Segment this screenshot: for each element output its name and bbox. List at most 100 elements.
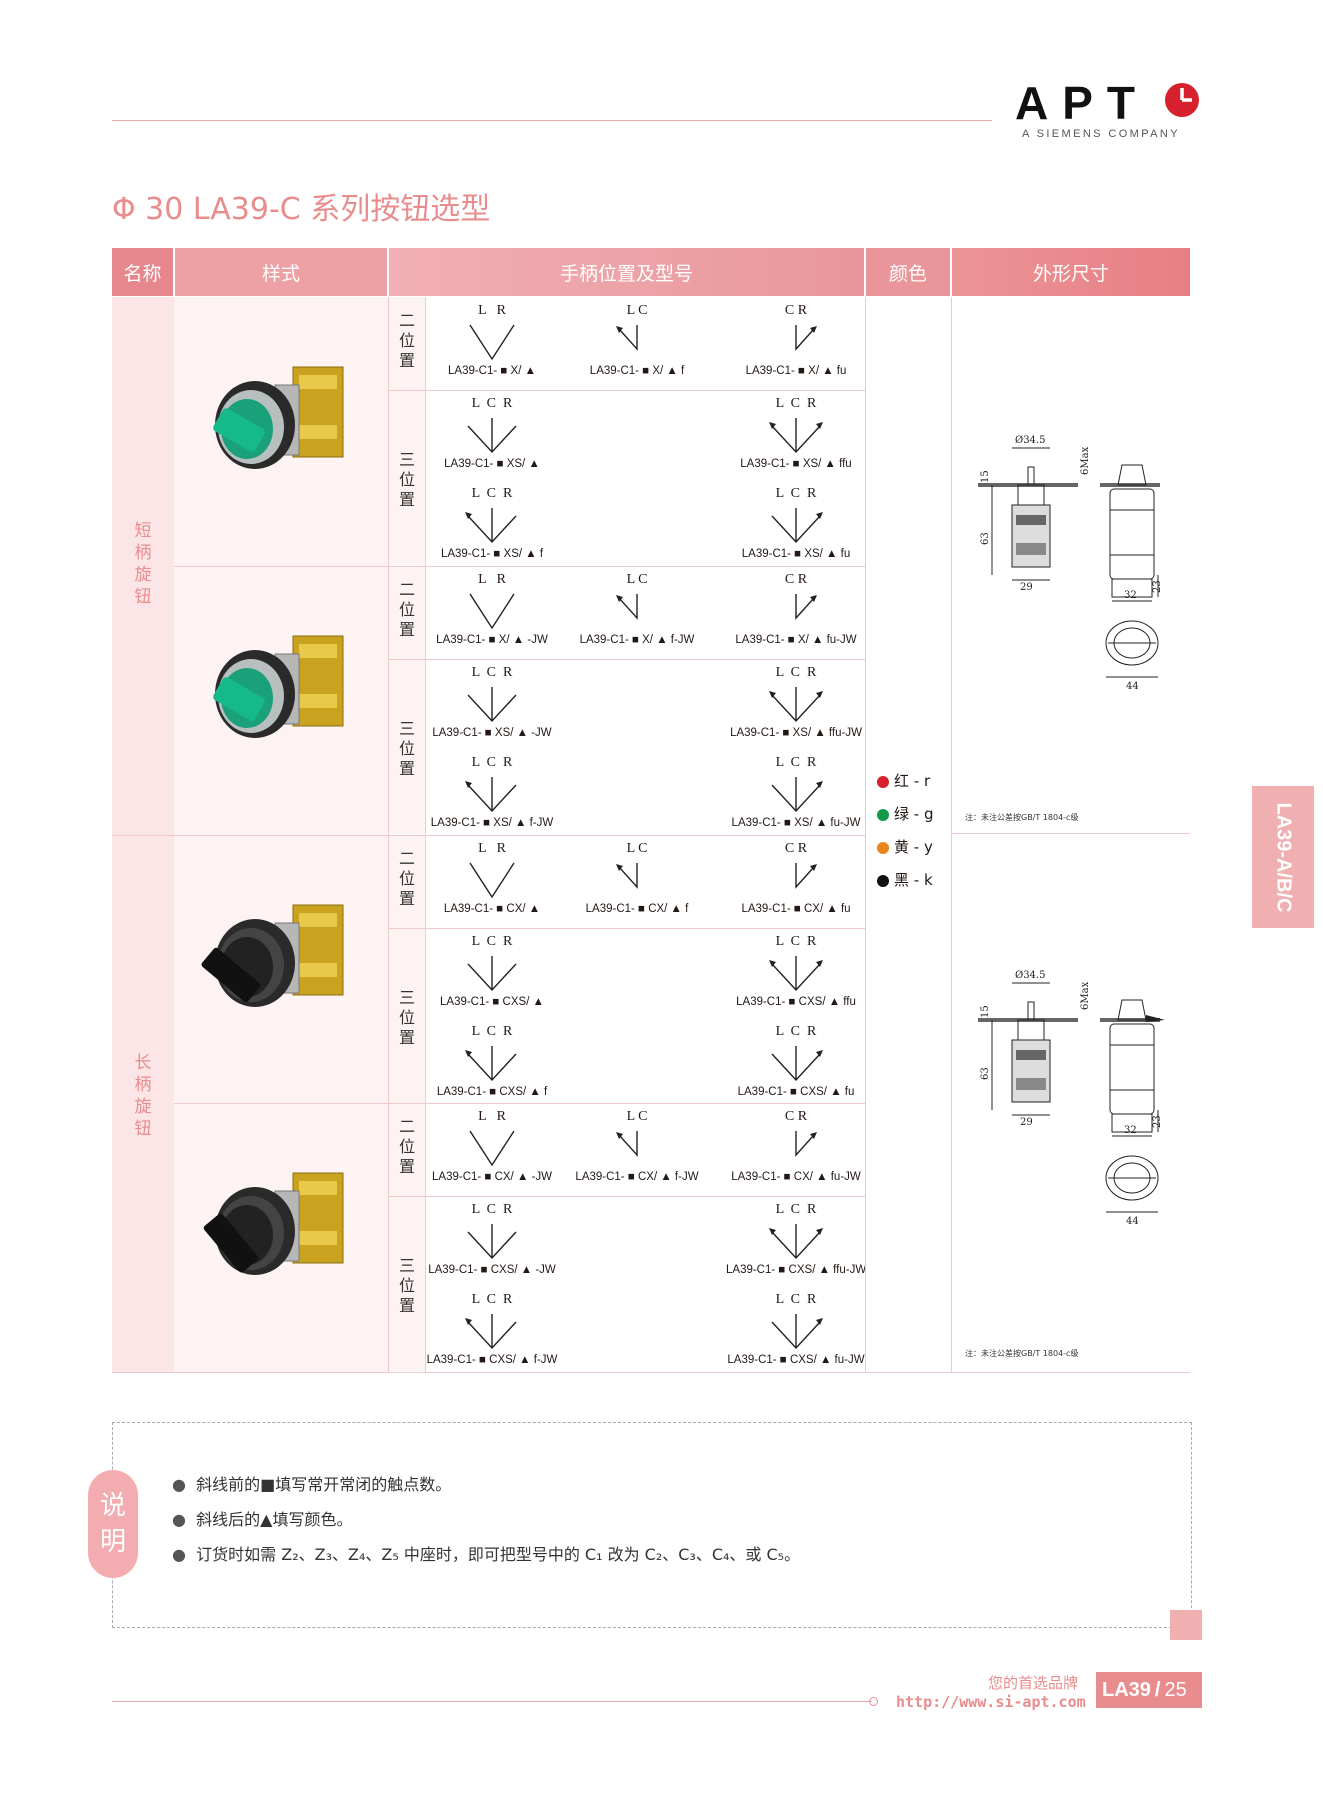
position-letters: C R (784, 572, 808, 587)
position-letters: L C R (471, 1292, 513, 1307)
dimension-note: 注：未注公差按GB/T 1804-c级 (965, 1349, 1079, 1358)
model-number: LA39-C1- ■ CXS/ ▲ fu-JW (727, 1354, 865, 1366)
switch-position-diagram (467, 418, 517, 454)
position-letters: L C (626, 303, 648, 318)
switch-position-diagram (465, 1314, 517, 1350)
dimension-label: Ø34.5 (1015, 970, 1045, 981)
switch-position-diagram (465, 777, 517, 813)
position-cell (389, 566, 425, 834)
note-item: ● 订货时如需 Z₂、Z₃、Z₄、Z₅ 中座时，即可把型号中的 C₁ 改为 C₂… (172, 1545, 801, 1564)
two-position-label: 二位置 (398, 1117, 415, 1176)
apt-logo: APT (1015, 77, 1149, 129)
row-divider (389, 835, 865, 836)
dimension-label: 32 (1124, 590, 1137, 601)
footer-rule (112, 1701, 872, 1702)
black-dot-icon (877, 874, 889, 887)
model-number: LA39-C1- ■ CXS/ ▲ ffu-JW (726, 1264, 867, 1276)
red-dot-icon (877, 775, 889, 788)
two-position-label: 二位置 (398, 849, 415, 908)
orange-dot-icon (877, 841, 889, 854)
position-letters: C R (784, 1109, 808, 1124)
logo-clock-icon (1165, 83, 1199, 117)
black-knob-photo (203, 1172, 344, 1275)
position-letters: L C R (775, 486, 817, 501)
model-number: LA39-C1- ■ X/ ▲ (448, 365, 536, 377)
position-letters: L R (478, 303, 506, 318)
black-knob-photo (201, 904, 344, 1007)
position-letters: L R (478, 1109, 506, 1124)
corner-square (1170, 1610, 1202, 1640)
position-letters: L C R (775, 1024, 817, 1039)
legend-yellow: 黄 - y (877, 836, 933, 869)
green-knob-photo (213, 366, 344, 469)
note-item: ● 斜线后的▲填写颜色。 (172, 1510, 353, 1529)
dimension-label: 63 (980, 532, 991, 545)
model-number: LA39-C1- ■ XS/ ▲ fu (741, 548, 851, 560)
position-letters: L C R (775, 1292, 817, 1307)
row-divider (389, 659, 865, 660)
header-rule (112, 120, 992, 121)
notes-badge: 说明 (88, 1470, 138, 1578)
position-letters: L C (626, 841, 648, 856)
row-divider (389, 390, 865, 391)
legend-red: 红 - r (877, 770, 933, 803)
switch-position-diagram (465, 1046, 517, 1082)
row-divider (389, 566, 865, 567)
switch-position-diagram (469, 593, 515, 630)
three-position-label: 三位置 (398, 988, 415, 1047)
model-number: LA39-C1- ■ CXS/ ▲ (440, 996, 544, 1008)
dimension-label: 23 (1152, 580, 1163, 593)
dim-divider (952, 833, 1190, 834)
position-letters: L C R (775, 396, 817, 411)
switch-position-diagram (769, 687, 823, 723)
color-legend: 红 - r 绿 - g 黄 - y 黑 - k (877, 770, 933, 902)
position-letters: C R (784, 841, 808, 856)
position-letters: C R (784, 303, 808, 318)
header-name: 名称 (112, 248, 173, 296)
green-dot-icon (877, 808, 889, 821)
switch-position-diagram (465, 508, 517, 544)
model-number: LA39-C1- ■ CX/ ▲ fu-JW (731, 1171, 861, 1183)
switch-position-diagram (616, 325, 638, 351)
dimension-label: 29 (1020, 1117, 1033, 1128)
position-letters: L C (626, 572, 648, 587)
footer-url[interactable]: http://www.si-apt.com (896, 1693, 1086, 1711)
footer-slogan: 您的首选品牌 (988, 1674, 1079, 1692)
model-number: LA39-C1- ■ X/ ▲ f-JW (579, 634, 695, 646)
group-divider (112, 835, 389, 836)
switch-position-diagram (467, 1224, 517, 1260)
dimension-label: 6Max (1080, 981, 1091, 1010)
dimension-label: 44 (1126, 681, 1139, 692)
position-letters: L R (478, 841, 506, 856)
switch-position-diagram (769, 956, 823, 992)
position-cell (389, 1103, 425, 1371)
model-number: LA39-C1- ■ CXS/ ▲ -JW (428, 1264, 556, 1276)
model-number: LA39-C1- ■ XS/ ▲ fu-JW (731, 817, 861, 829)
switch-position-diagram (469, 862, 515, 899)
model-number: LA39-C1- ■ CXS/ ▲ f (436, 1086, 548, 1098)
model-number: LA39-C1- ■ CX/ ▲ (443, 903, 541, 915)
model-number: LA39-C1- ■ X/ ▲ f (589, 365, 685, 377)
model-number: LA39-C1- ■ XS/ ▲ -JW (432, 727, 552, 739)
switch-position-diagram (467, 956, 517, 992)
page-number-badge: LA39 / 25 (1096, 1672, 1202, 1708)
model-number: LA39-C1- ■ CXS/ ▲ f-JW (426, 1354, 558, 1366)
position-letters: L C R (471, 934, 513, 949)
footer-dot (869, 1697, 878, 1706)
header-color: 颜色 (866, 248, 950, 296)
dimension-label: Ø34.5 (1015, 435, 1045, 446)
switch-position-diagram (771, 1314, 823, 1350)
position-cell (389, 835, 425, 1103)
position-letters: L C (626, 1109, 648, 1124)
dimension-label: 6Max (1080, 446, 1091, 475)
switch-position-diagram (771, 508, 823, 544)
switch-position-diagram (795, 1131, 817, 1157)
model-number: LA39-C1- ■ CXS/ ▲ fu (737, 1086, 855, 1098)
name-column (112, 297, 174, 1372)
model-number: LA39-C1- ■ CXS/ ▲ ffu (736, 996, 856, 1008)
position-letters: L C R (471, 665, 513, 680)
row-divider (389, 1103, 865, 1104)
